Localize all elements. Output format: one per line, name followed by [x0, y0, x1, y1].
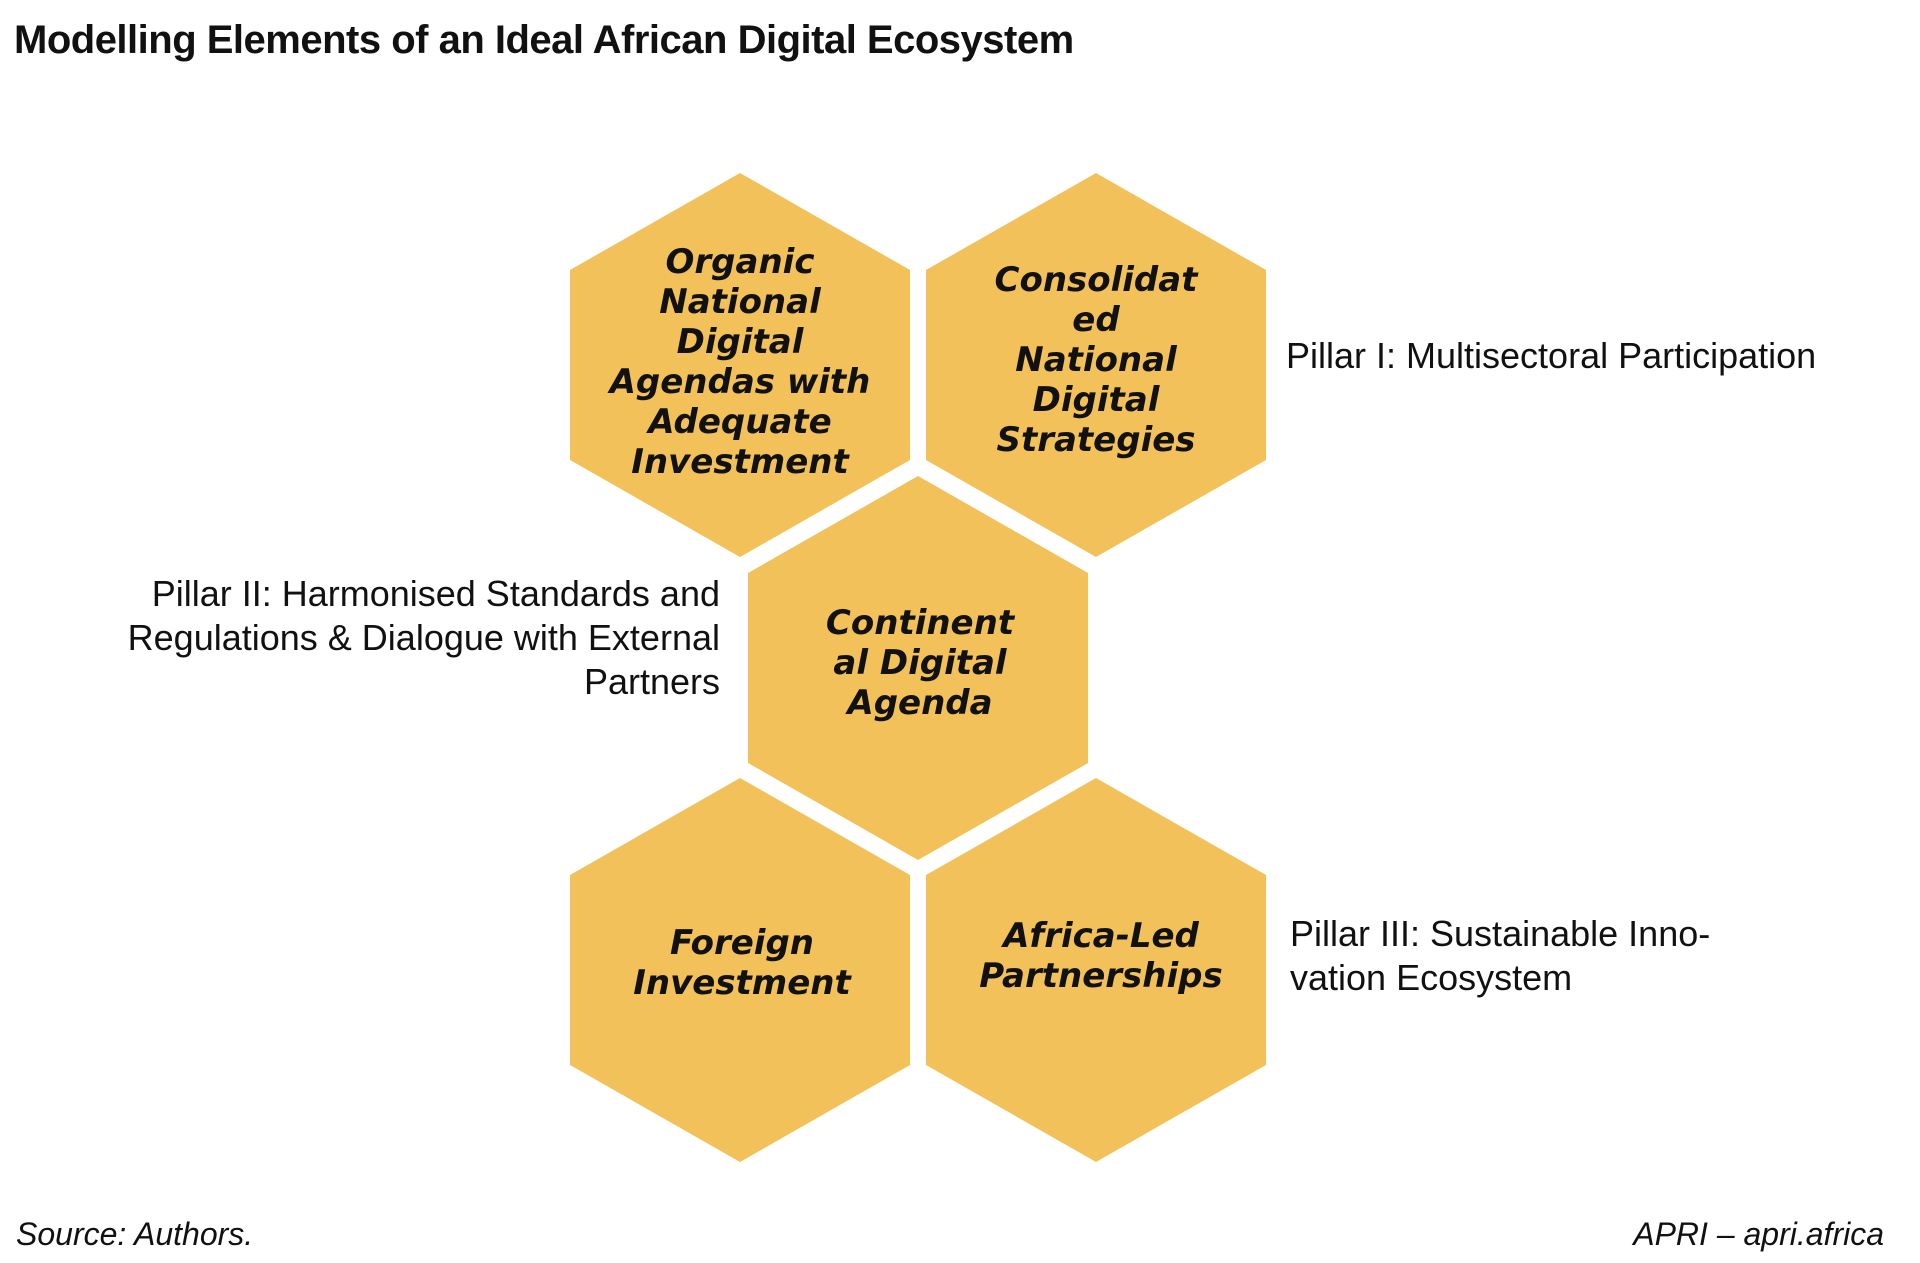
source-note: Source: Authors.	[16, 1216, 254, 1252]
hexagon-label-line: Foreign	[670, 923, 814, 963]
hexagon-label-line: al Digital	[833, 643, 1008, 683]
hexagon-label-line: Consolidat	[995, 260, 1200, 300]
hexagon-label-line: Agendas with	[607, 362, 871, 402]
pillar-3-label: Pillar III: Sustainable Inno- vation Eco…	[1290, 912, 1710, 1000]
pillar-1-label: Pillar I: Multisectoral Participation	[1286, 335, 1817, 376]
hexagon-label-line: National	[1015, 340, 1178, 380]
pillar-2-label: Pillar II: Harmonised Standards and Regu…	[82, 572, 720, 704]
hexagon-label-line: Strategies	[996, 420, 1195, 460]
pillar-2-line: Partners	[583, 661, 720, 702]
hexagon-shape	[926, 778, 1266, 1162]
pillar-2-line: Regulations & Dialogue with External	[127, 617, 720, 658]
hexagon-label-line: ed	[1072, 300, 1120, 340]
hexagon-label-line: Investment	[631, 442, 850, 482]
pillar-3-line: vation Ecosystem	[1290, 957, 1573, 998]
page-title: Modelling Elements of an Ideal African D…	[14, 18, 1074, 62]
hexagon-label-line: Africa-Led	[1000, 916, 1199, 956]
hexagon-label-line: Digital	[1033, 380, 1161, 420]
hexagon-label-line: National	[659, 282, 822, 322]
hexagon-shape	[926, 173, 1266, 557]
hexagon-label-line: Digital	[677, 322, 805, 362]
pillar-3-line: Pillar III: Sustainable Inno-	[1290, 913, 1711, 954]
hexagon-shape	[570, 778, 910, 1162]
hexagon-label-line: Continent	[826, 603, 1016, 643]
hexagon-label-line: Adequate	[645, 402, 831, 442]
credit-note: APRI – apri.africa	[1633, 1216, 1884, 1252]
hexagon-label-line: Investment	[633, 963, 852, 1003]
hexagon-shape	[570, 173, 910, 557]
hexagon-label-line: Partnerships	[979, 956, 1222, 996]
hexagon-label-line: Agenda	[844, 683, 992, 723]
hexagon-shape	[748, 476, 1088, 860]
hexagon-label-line: Organic	[666, 242, 815, 282]
pillar-2-line: Pillar II: Harmonised Standards and	[151, 573, 720, 614]
